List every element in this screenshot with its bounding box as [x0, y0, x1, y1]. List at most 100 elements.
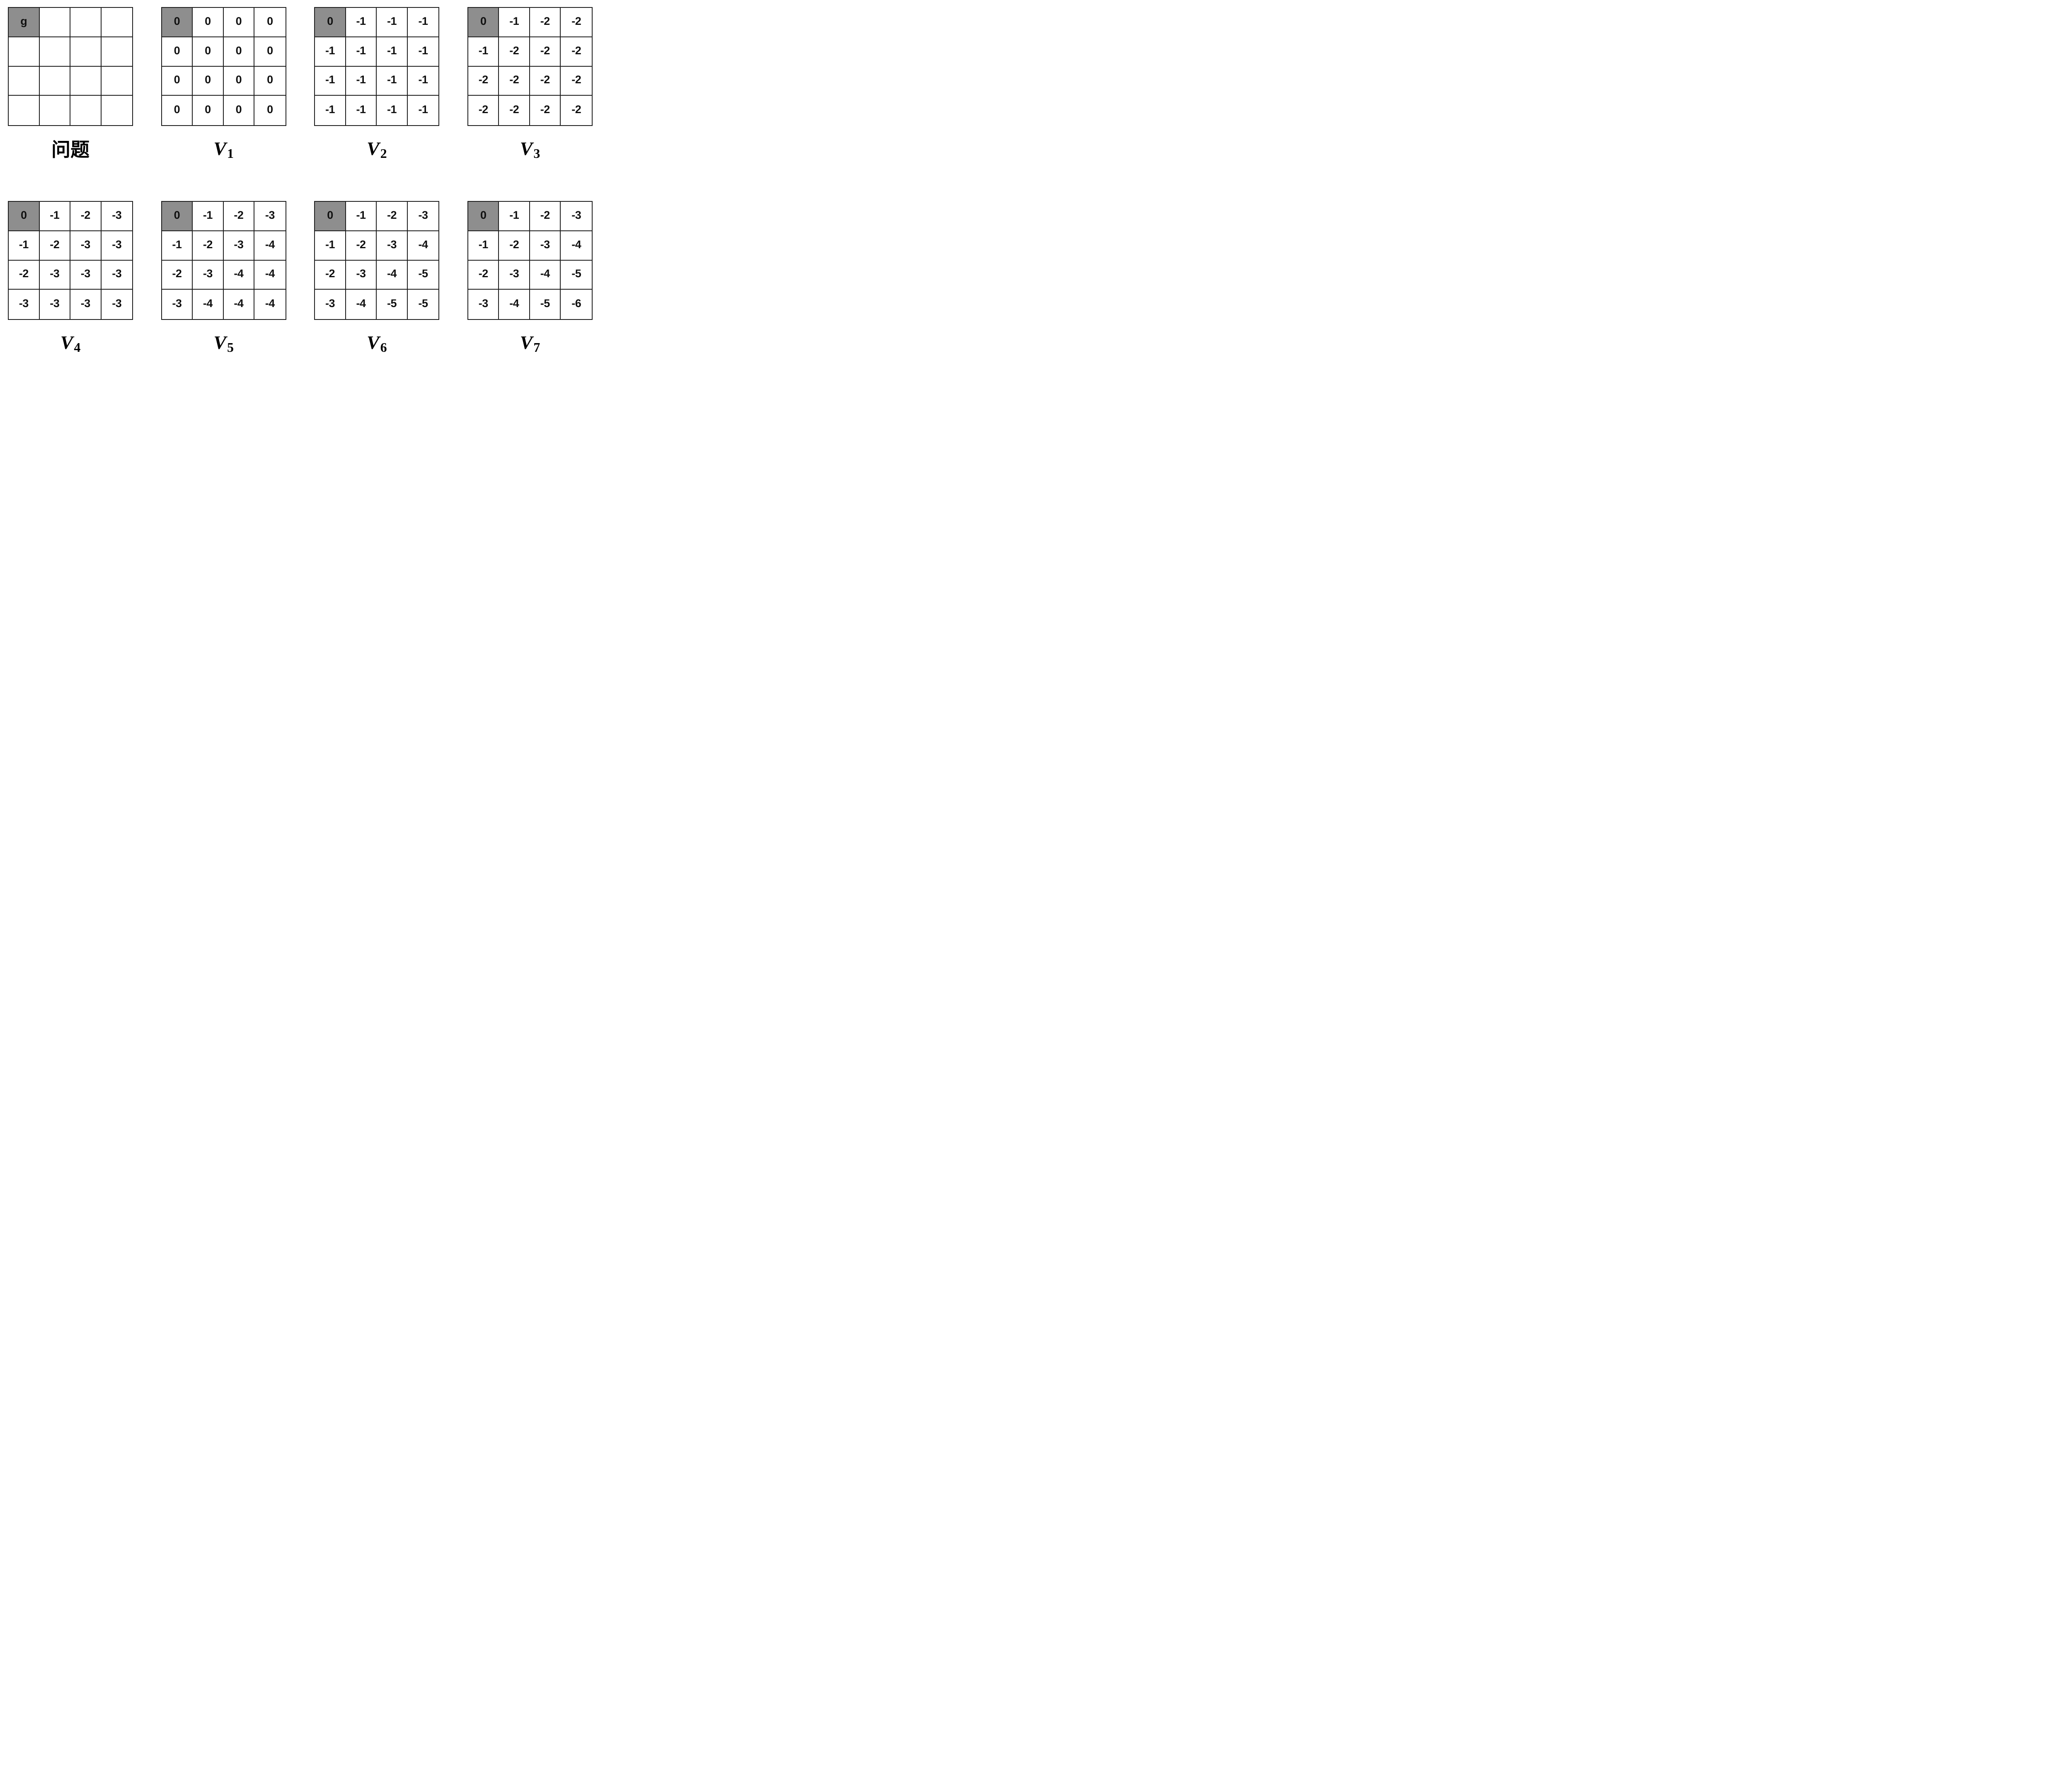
grid-cell: [39, 66, 70, 96]
grid-cell: [9, 37, 40, 67]
grid-cell: -3: [223, 231, 255, 261]
grid-cell: -5: [530, 290, 561, 319]
grid-cell: -1: [315, 37, 346, 67]
grid-cell: -3: [9, 290, 40, 319]
grid-cell: [70, 96, 102, 125]
grid-cell: -3: [101, 202, 132, 231]
grid-cell: -3: [39, 260, 70, 290]
caption-symbol: V: [520, 332, 533, 353]
grid-cell: -2: [499, 231, 530, 261]
grid-cell: 0: [193, 8, 224, 37]
grid-cell: -4: [346, 290, 377, 319]
grid-cell: -2: [530, 66, 561, 96]
grid-cell: -3: [40, 290, 70, 319]
grid-cell: -1: [346, 8, 377, 37]
grid-cell: -4: [377, 260, 408, 290]
grid-cell: -5: [561, 261, 592, 290]
grid-cell: -4: [530, 260, 561, 290]
grid-cell: -4: [265, 297, 275, 310]
grid-cell: 0: [254, 37, 286, 67]
grid-cell: -3: [112, 297, 122, 310]
grid-cell: 0: [223, 8, 255, 37]
caption-subscript: 1: [227, 145, 234, 161]
grid-cell: -3: [193, 260, 224, 290]
grid-cell: -1: [9, 231, 40, 261]
grid-cell: -4: [254, 231, 286, 261]
grid-cell: -1: [407, 67, 439, 96]
goal-cell: g: [9, 8, 40, 37]
goal-cell: 0: [315, 202, 346, 231]
grid-cell: -3: [377, 231, 408, 261]
caption-subscript: 7: [533, 339, 540, 355]
grid-cell: 0: [162, 96, 193, 125]
figure-caption: 问题: [51, 136, 90, 161]
caption-symbol: V: [366, 332, 380, 353]
grid-cell: -2: [530, 96, 561, 125]
caption-symbol: V: [520, 138, 533, 159]
grid-cell: -6: [571, 297, 581, 310]
problem-grid: g: [8, 7, 133, 126]
grid-cell: 0: [162, 66, 193, 96]
goal-cell: 0: [9, 202, 40, 231]
grid-cell: -4: [254, 261, 286, 290]
grid-cell: [70, 66, 102, 96]
grid-cell: -1: [315, 96, 346, 125]
grid-cell: -2: [346, 231, 377, 261]
grid-cell: -3: [407, 202, 439, 231]
grid-cell: -2: [530, 202, 561, 231]
grid-cell: [101, 37, 132, 67]
grid-cell: -2: [70, 202, 102, 231]
grid-cell: 0: [193, 37, 224, 67]
grid-cell: 0: [224, 96, 255, 125]
grid-cell: -2: [377, 202, 408, 231]
grid-cell: -4: [561, 231, 592, 261]
grid-cell: -1: [499, 202, 530, 231]
goal-cell: 0: [315, 8, 346, 37]
grid-cell: -2: [315, 260, 346, 290]
caption-text: 问题: [51, 139, 90, 160]
caption-symbol: V: [213, 138, 226, 159]
grid-cell: 0: [267, 103, 273, 116]
goal-cell: 0: [468, 8, 499, 37]
grid-cell: -1: [407, 37, 439, 67]
grid-cell: -4: [193, 290, 224, 319]
caption-symbol: V: [366, 138, 380, 159]
grid-cell: -3: [315, 290, 346, 319]
grid-cell: -1: [377, 8, 408, 37]
grid-cell: -1: [499, 8, 530, 37]
grid-cell: -2: [39, 231, 70, 261]
grid-cell: [39, 37, 70, 67]
grid-cell: -1: [377, 96, 408, 125]
grid-cell: -2: [499, 37, 530, 67]
grid-cell: -3: [346, 260, 377, 290]
grid-cell: -1: [162, 231, 193, 261]
grid-cell: -2: [193, 231, 224, 261]
value-grid-v2: 0-1-1-1-1-1-1-1-1-1-1-1-1-1-1-1: [314, 7, 440, 126]
grid-cell: -1: [315, 66, 346, 96]
grid-cell: -1: [39, 202, 70, 231]
grid-cell: -2: [468, 66, 499, 96]
grid-cell: -1: [377, 66, 408, 96]
grid-cell: -2: [162, 260, 193, 290]
grid-cell: -4: [499, 290, 530, 319]
grid-cell: -4: [407, 231, 439, 261]
grid-cell: -1: [315, 231, 346, 261]
caption-subscript: 3: [533, 145, 540, 161]
grid-cell: [39, 8, 70, 37]
grid-cell: -5: [377, 290, 408, 319]
grid-cell: -1: [468, 231, 499, 261]
grid-cell: -3: [70, 260, 102, 290]
grid-cell: -3: [70, 290, 102, 319]
grid-cell: -1: [468, 37, 499, 67]
grid-cell: 0: [254, 67, 286, 96]
